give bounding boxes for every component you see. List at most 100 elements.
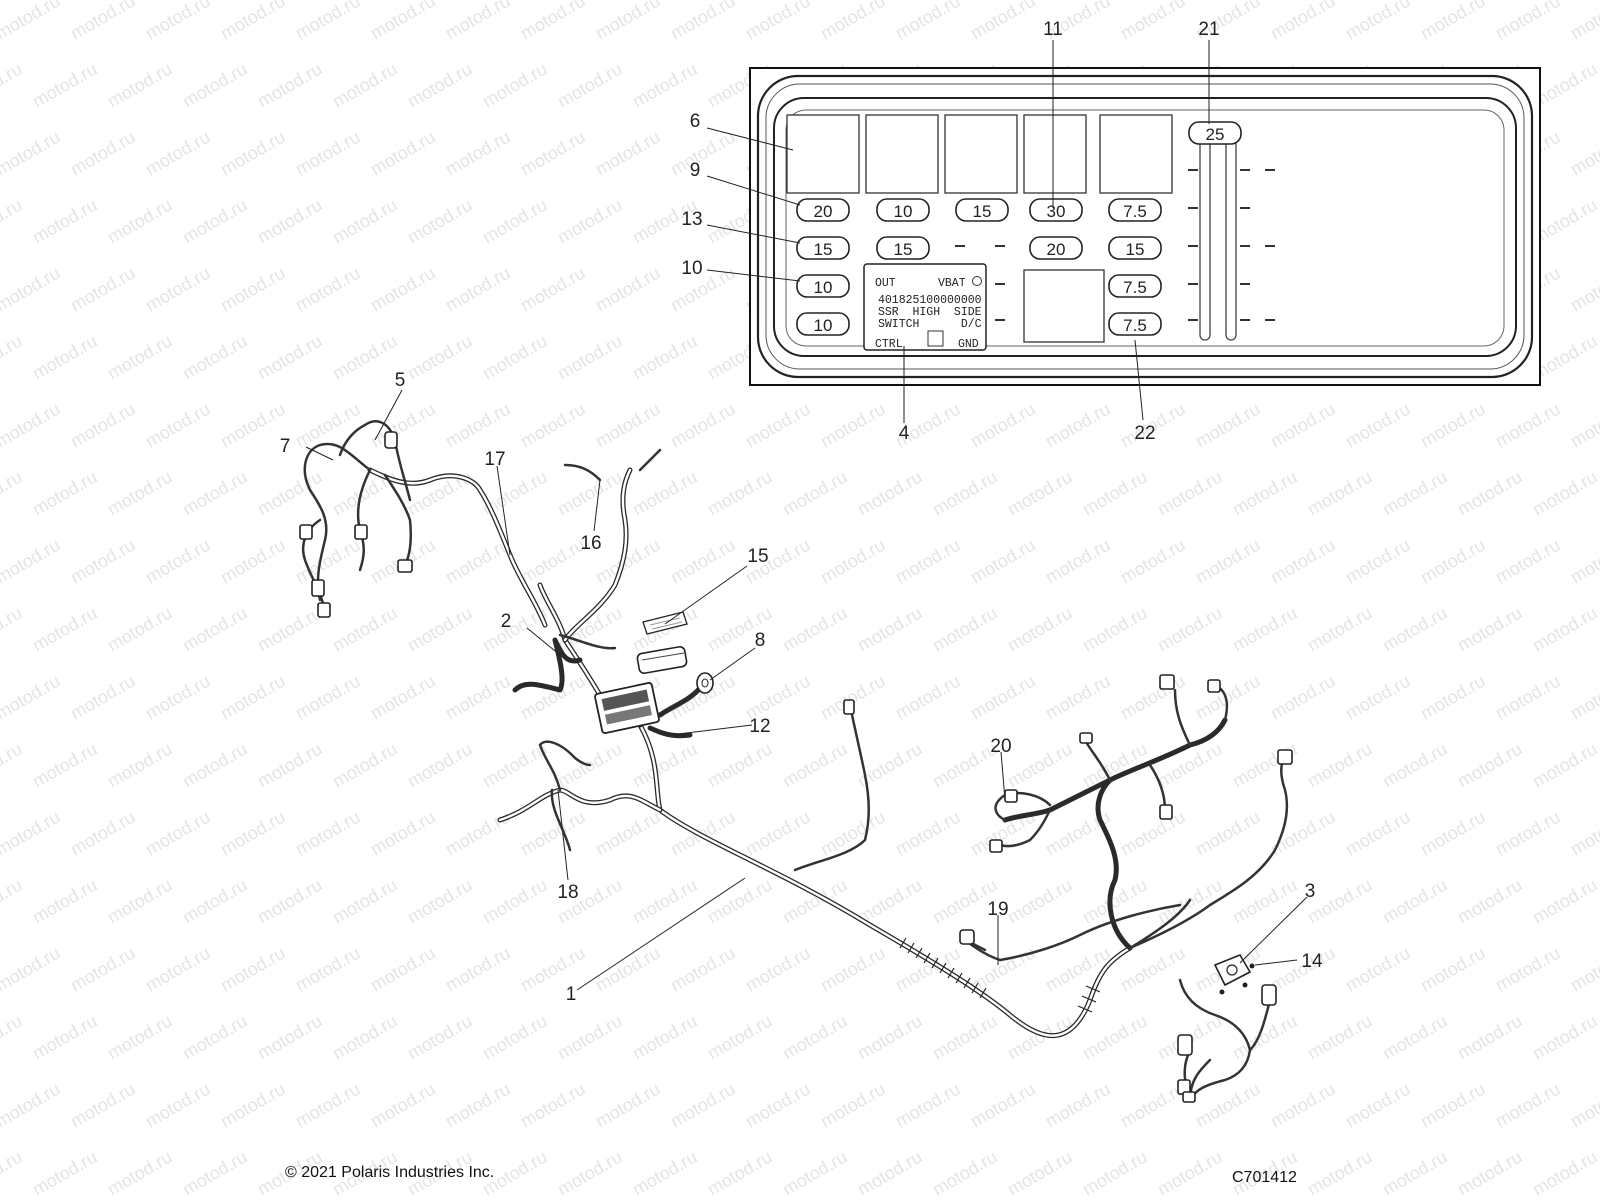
watermark-text: motod.ru — [1379, 875, 1451, 928]
callout-11: 11 — [1043, 19, 1063, 40]
watermark-text: motod.ru — [404, 59, 476, 112]
watermark-text: motod.ru — [704, 875, 776, 928]
watermark-text: motod.ru — [404, 875, 476, 928]
watermark-text: motod.ru — [629, 1147, 701, 1200]
fuse-box-shell-lip — [765, 83, 1525, 370]
watermark-text: motod.ru — [929, 467, 1001, 520]
watermark-text: motod.ru — [1417, 943, 1489, 996]
watermark-text: motod.ru — [404, 1011, 476, 1064]
watermark-text: motod.ru — [1529, 739, 1600, 792]
branch-2 — [512, 637, 583, 693]
watermark-text: motod.ru — [67, 127, 139, 180]
watermark-text: motod.ru — [0, 603, 26, 656]
watermark-text: motod.ru — [1117, 807, 1189, 860]
watermark-text: motod.ru — [329, 59, 401, 112]
watermark-text: motod.ru — [142, 1079, 214, 1132]
watermark-text: motod.ru — [104, 739, 176, 792]
watermark-text: motod.ru — [367, 0, 439, 43]
watermark-text: motod.ru — [1079, 467, 1151, 520]
watermark-text: motod.ru — [517, 263, 589, 316]
watermark-text: motod.ru — [292, 807, 364, 860]
fuse-label: 7.5 — [1123, 278, 1147, 297]
watermark-text: motod.ru — [329, 875, 401, 928]
watermark-text: motod.ru — [142, 535, 214, 588]
watermark-text: motod.ru — [854, 1147, 926, 1200]
fuse-f-10b: 10 — [796, 274, 850, 298]
fuse-label: 15 — [814, 240, 833, 259]
watermark-text: motod.ru — [0, 807, 64, 860]
watermark-text: motod.ru — [1529, 467, 1600, 520]
watermark-text: motod.ru — [104, 603, 176, 656]
watermark-text: motod.ru — [554, 1011, 626, 1064]
fuse-label: 25 — [1206, 125, 1225, 144]
watermark-text: motod.ru — [704, 467, 776, 520]
watermark-text: motod.ru — [104, 467, 176, 520]
watermark-text: motod.ru — [217, 535, 289, 588]
ssr-terminal-box — [927, 330, 944, 347]
watermark-text: motod.ru — [1192, 399, 1264, 452]
watermark-text: motod.ru — [1042, 399, 1114, 452]
watermark-text: motod.ru — [779, 1147, 851, 1200]
callout-8: 8 — [755, 630, 766, 651]
watermark-text: motod.ru — [29, 59, 101, 112]
watermark-text: motod.ru — [929, 1147, 1001, 1200]
engine-harness-cluster — [299, 420, 413, 618]
watermark-text: motod.ru — [1342, 671, 1414, 724]
watermark-text: motod.ru — [479, 195, 551, 248]
watermark-text: motod.ru — [442, 1079, 514, 1132]
ssr-terminal-icon — [972, 276, 982, 286]
watermark-text: motod.ru — [1192, 671, 1264, 724]
watermark-text: motod.ru — [179, 195, 251, 248]
watermark-text: motod.ru — [1004, 875, 1076, 928]
relay-3 — [944, 114, 1018, 194]
watermark-text: motod.ru — [1229, 603, 1301, 656]
watermark-text: motod.ru — [1079, 603, 1151, 656]
watermark-text: motod.ru — [667, 263, 739, 316]
watermark-text: motod.ru — [254, 875, 326, 928]
watermark-text: motod.ru — [442, 943, 514, 996]
fuse-label: 20 — [1047, 240, 1066, 259]
watermark-text: motod.ru — [254, 467, 326, 520]
watermark-text: motod.ru — [779, 739, 851, 792]
watermark-text: motod.ru — [1454, 739, 1526, 792]
watermark-text: motod.ru — [592, 263, 664, 316]
watermark-text: motod.ru — [517, 399, 589, 452]
watermark-text: motod.ru — [967, 535, 1039, 588]
watermark-text: motod.ru — [854, 603, 926, 656]
watermark-text: motod.ru — [1004, 739, 1076, 792]
watermark-text: motod.ru — [67, 1079, 139, 1132]
watermark-text: motod.ru — [217, 1079, 289, 1132]
pigtail-2 — [558, 633, 617, 650]
watermark-text: motod.ru — [29, 331, 101, 384]
watermark-text: motod.ru — [367, 943, 439, 996]
watermark-text: motod.ru — [1304, 467, 1376, 520]
watermark-text: motod.ru — [629, 59, 701, 112]
watermark-text: motod.ru — [817, 1079, 889, 1132]
watermark-text: motod.ru — [1454, 875, 1526, 928]
watermark-text: motod.ru — [479, 875, 551, 928]
watermark-text: motod.ru — [817, 535, 889, 588]
watermark-text: motod.ru — [1567, 1079, 1600, 1132]
watermark-text: motod.ru — [667, 1079, 739, 1132]
watermark-text: motod.ru — [292, 943, 364, 996]
watermark-text: motod.ru — [179, 1011, 251, 1064]
watermark-text: motod.ru — [704, 739, 776, 792]
watermark-text: motod.ru — [329, 467, 401, 520]
fuse-label: 7.5 — [1123, 316, 1147, 335]
watermark-text: motod.ru — [1304, 1147, 1376, 1200]
watermark-text: motod.ru — [29, 467, 101, 520]
callout-7: 7 — [280, 436, 291, 457]
fuse-f-75b: 7.5 — [1108, 274, 1162, 298]
watermark-text: motod.ru — [1492, 943, 1564, 996]
watermark-text: motod.ru — [254, 59, 326, 112]
watermark-text: motod.ru — [667, 127, 739, 180]
watermark-text: motod.ru — [1492, 1079, 1564, 1132]
callout-16: 16 — [580, 533, 601, 554]
watermark-text: motod.ru — [404, 195, 476, 248]
watermark-text: motod.ru — [179, 603, 251, 656]
watermark-text: motod.ru — [142, 263, 214, 316]
watermark-text: motod.ru — [67, 807, 139, 860]
watermark-text: motod.ru — [1304, 1011, 1376, 1064]
watermark-text: motod.ru — [1154, 603, 1226, 656]
watermark-text: motod.ru — [217, 127, 289, 180]
